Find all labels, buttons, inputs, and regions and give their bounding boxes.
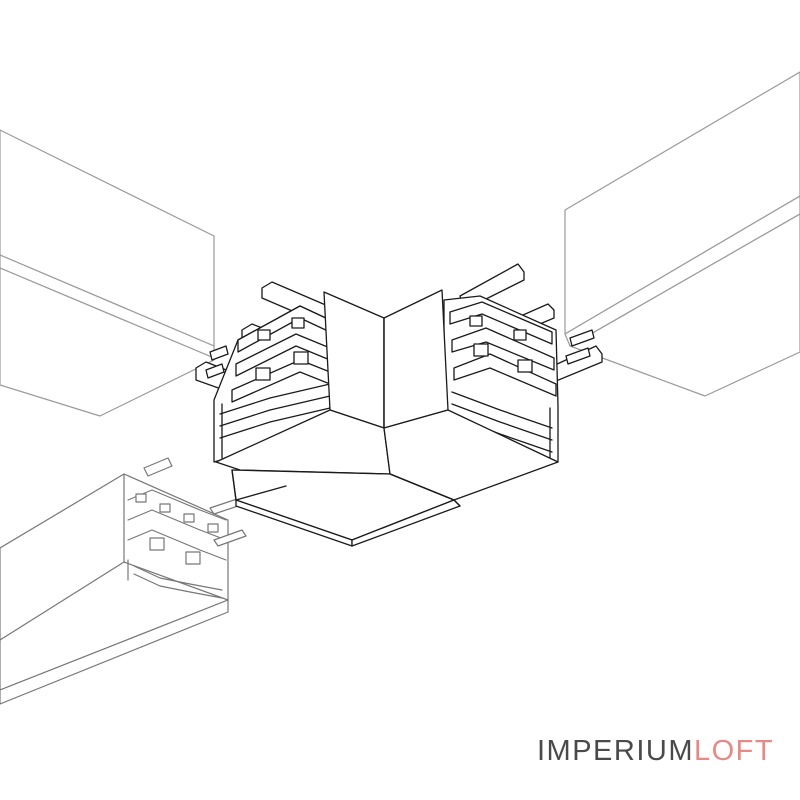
imperiumloft-logo: IMPERIUMLOFT <box>537 732 774 770</box>
logo-part-loft: LOFT <box>694 735 775 767</box>
corner-face-left <box>323 291 385 429</box>
corner-face-right <box>383 289 449 429</box>
bottom-face-right <box>383 409 559 501</box>
linear-profile-left <box>0 457 247 705</box>
corner-connector <box>195 263 603 547</box>
ceiling-panel-left <box>0 129 215 417</box>
logo-part-imperium: IMPERIUM <box>537 735 694 767</box>
ceiling-panel-right <box>564 71 800 397</box>
